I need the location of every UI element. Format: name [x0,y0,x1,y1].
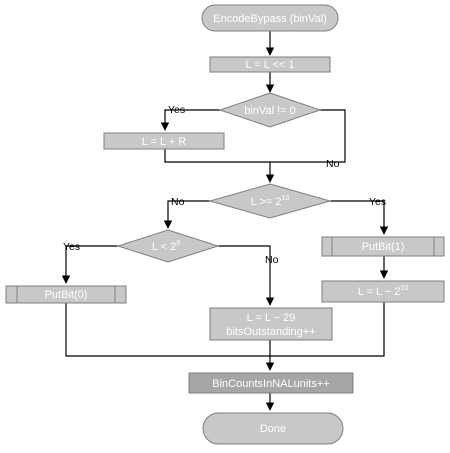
lt-decision [116,229,220,263]
outstanding-process [209,307,333,341]
add-r-process-label: L = L + R [142,136,186,148]
edge-putbit0-merge [65,303,270,357]
edge-lt-no [218,245,275,306]
edge-binval-yes [160,109,220,131]
shift-process [209,56,331,73]
ge-decision [208,183,332,219]
shift-process-label: L = L << 1 [245,59,294,71]
outstanding-line1: L = L − 29 [247,312,296,324]
done-node [202,412,344,445]
edges [61,31,389,411]
edge-binval-no [270,109,346,163]
edge-labels: Yes No No Yes Yes No [63,104,386,266]
putbit1-subprocess [321,236,445,257]
edge-ge-no [163,200,210,229]
ge-decision-exp: 10 [282,195,290,202]
outstanding-line2: bitsOutstanding++ [226,326,315,338]
start-node [201,4,339,32]
edge-lt-yes [61,245,118,284]
edge-ge-yes [330,200,389,235]
binval-decision-label: binVal != 0 [244,105,295,117]
edge-label-ge-yes: Yes [369,196,386,208]
edge-label-lt-yes: Yes [63,241,80,253]
putbit0-subprocess [5,285,127,304]
putbit1-label: PutBit(1) [362,241,405,253]
sub-process-label: L = L − 210 [358,285,409,298]
add-r-process [103,132,225,150]
lt-decision-label: L < 29 [152,240,180,253]
bincount-process [188,372,354,394]
start-node-label: EncodeBypass (binVal) [213,13,327,25]
sub-process-base: L = L − 2 [358,286,401,298]
ge-decision-base: L >= 2 [251,196,282,208]
bincount-label: BinCountsInNALunits++ [212,378,329,390]
sub-process [321,280,445,303]
ge-decision-label: L >= 210 [251,195,290,208]
edge-label-lt-no: No [265,254,279,266]
lt-decision-exp: 9 [176,240,180,247]
edge-label-ge-no: No [171,196,185,208]
sub-process-exp: 10 [400,285,408,292]
lt-decision-base: L < 2 [152,241,176,253]
done-node-label: Done [260,423,286,435]
edge-label-binval-yes: Yes [168,104,185,116]
binval-decision [218,92,322,128]
putbit0-label: PutBit(0) [45,289,88,301]
edge-sub-merge [270,302,385,357]
edge-addr-merge [164,149,270,163]
edge-label-binval-no: No [326,158,340,170]
